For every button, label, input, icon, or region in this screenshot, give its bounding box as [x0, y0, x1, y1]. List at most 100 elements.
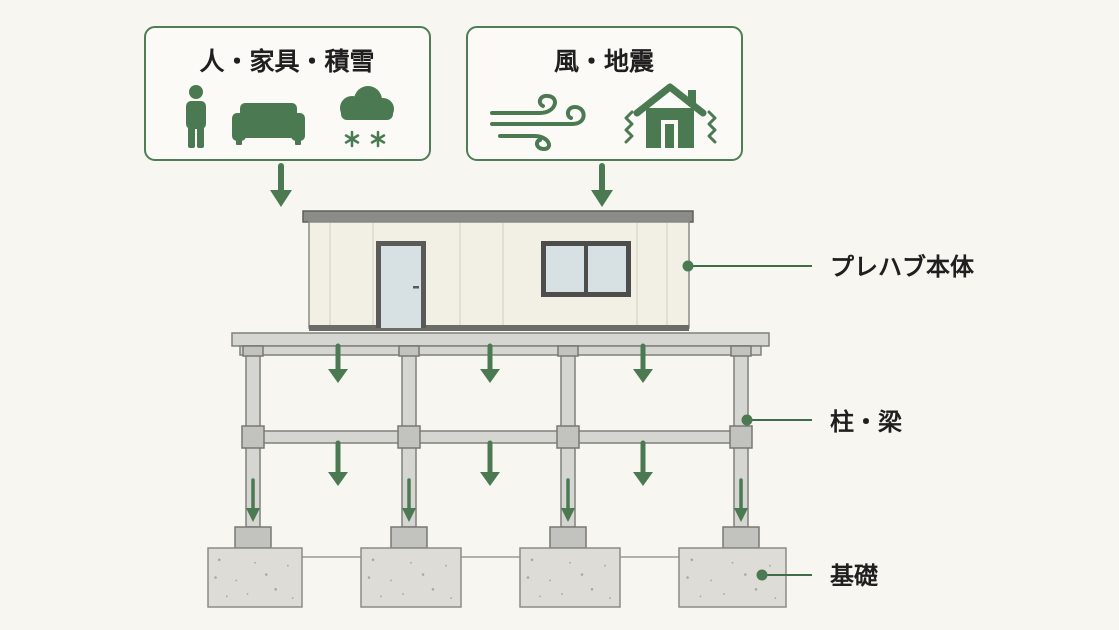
concrete-speckle: [445, 564, 447, 567]
concrete-speckle: [549, 579, 551, 582]
concrete-speckle: [754, 588, 758, 591]
arrow-head: [328, 472, 348, 486]
arrow-head: [633, 472, 653, 486]
column-cap: [730, 345, 752, 357]
column-load-arrow: [246, 478, 260, 522]
beam-load-arrow: [328, 440, 348, 486]
column-load-arrow: [734, 478, 748, 522]
beam-joint: [556, 425, 580, 449]
concrete-speckle: [569, 561, 571, 564]
leader-dot: [741, 414, 753, 426]
label-foundation: 基礎: [756, 562, 878, 590]
floor-load-arrow: [480, 343, 500, 383]
leader-dot: [756, 569, 768, 581]
concrete-speckle: [214, 576, 217, 579]
concrete-speckle: [291, 597, 294, 600]
beam-joint: [241, 425, 265, 449]
top-beam: [239, 345, 762, 356]
footings: [207, 526, 787, 608]
label-frame: 柱・梁: [741, 408, 902, 436]
footing-base: [360, 547, 462, 608]
arrow-head: [480, 472, 500, 486]
horizontal-load-title: 風・地震: [554, 47, 655, 76]
concrete-speckle: [402, 593, 404, 595]
concrete-speckle: [274, 588, 277, 591]
concrete-speckle: [561, 593, 563, 595]
prefab-body-label: プレハブ本体: [830, 253, 975, 281]
concrete-speckle: [450, 597, 452, 600]
concrete-speckle: [769, 564, 771, 567]
concrete-speckle: [604, 564, 606, 567]
concrete-speckle: [264, 573, 268, 576]
frame-label: 柱・梁: [830, 408, 902, 436]
concrete-speckle: [590, 588, 594, 591]
concrete-speckle: [710, 579, 712, 582]
wall-panel-lines: [329, 223, 668, 326]
arrow-head: [480, 369, 500, 383]
concrete-speckle: [774, 597, 777, 600]
arrow-head: [402, 508, 416, 522]
beam-joints: [241, 425, 753, 449]
arrow-head: [734, 508, 748, 522]
prefab-door: [376, 241, 426, 328]
concrete-speckle: [287, 564, 289, 567]
concrete-speckle: [421, 573, 425, 576]
floor-load-arrow: [633, 343, 653, 383]
prefab-window: [541, 241, 631, 297]
concrete-speckle: [367, 576, 371, 579]
leader-dot: [682, 260, 694, 272]
concrete-speckle: [225, 595, 228, 598]
floor-platform: [231, 332, 770, 347]
beam-load-arrow: [480, 440, 500, 486]
concrete-speckle: [580, 573, 584, 576]
footing-base: [207, 547, 303, 608]
footing-pedestal: [549, 526, 587, 549]
beam-joint: [397, 425, 421, 449]
vertical-load-arrow: [270, 163, 292, 207]
earthquake-house-icon: [624, 83, 717, 148]
horizontal-load-arrow: [591, 163, 613, 207]
prefab-wall: [308, 221, 690, 329]
concrete-speckle: [686, 576, 689, 579]
snow-cloud-icon: [340, 86, 394, 148]
foundation-label: 基礎: [830, 562, 878, 590]
column-cap: [398, 345, 420, 357]
column-load-arrow: [561, 478, 575, 522]
concrete-speckle: [217, 558, 221, 562]
concrete-speckle: [246, 593, 249, 595]
prefab-roof: [302, 210, 694, 223]
prefab-body: [302, 210, 694, 331]
foundation: [207, 526, 787, 608]
concrete-speckle: [609, 597, 611, 600]
concrete-speckle: [390, 579, 392, 582]
arrow-head: [561, 508, 575, 522]
concrete-speckle: [526, 576, 530, 579]
person-icon: [186, 85, 206, 148]
concrete-speckle: [723, 593, 725, 595]
concrete-speckle: [731, 561, 734, 564]
arrow-head: [246, 508, 260, 522]
horizontal-load-box: 風・地震: [466, 26, 743, 161]
concrete-speckle: [690, 558, 694, 562]
middle-beam: [244, 430, 749, 444]
concrete-speckle: [744, 573, 747, 576]
footing-pedestal: [390, 526, 428, 549]
beam-load-arrow: [633, 440, 653, 486]
concrete-speckle: [431, 588, 435, 591]
concrete-speckle: [371, 558, 375, 562]
sofa-icon: [232, 103, 305, 145]
column-load-arrow: [402, 478, 416, 522]
frame-load-arrows: [246, 343, 748, 522]
beam-joint: [729, 425, 753, 449]
arrow-head: [328, 369, 348, 383]
frame: [231, 332, 770, 528]
vertical-load-title: 人・家具・積雪: [199, 47, 374, 76]
footing-base: [519, 547, 621, 608]
footing-base: [678, 547, 787, 608]
wind-icon: [490, 93, 586, 151]
concrete-speckle: [410, 561, 412, 564]
floor-load-arrow: [328, 343, 348, 383]
footing-pedestal: [722, 526, 760, 549]
column-cap: [242, 345, 264, 357]
